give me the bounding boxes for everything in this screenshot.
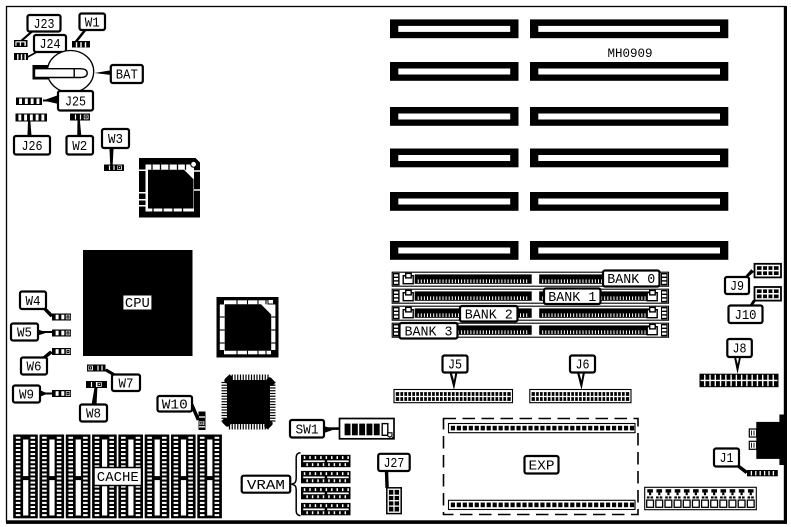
svg-text:SW1: SW1: [296, 422, 319, 438]
svg-text:MH0909: MH0909: [608, 46, 653, 61]
svg-text:BANK 3: BANK 3: [405, 325, 453, 340]
svg-text:W5: W5: [17, 326, 32, 342]
svg-text:W4: W4: [26, 294, 41, 310]
svg-text:W1: W1: [85, 15, 100, 31]
svg-text:J5: J5: [448, 358, 462, 374]
svg-text:W10: W10: [162, 397, 188, 413]
svg-text:EXP: EXP: [529, 458, 555, 474]
svg-text:BANK 2: BANK 2: [465, 308, 513, 323]
svg-text:J6: J6: [576, 358, 590, 374]
svg-text:W8: W8: [86, 407, 101, 423]
svg-text:J24: J24: [40, 37, 61, 53]
svg-text:J23: J23: [34, 17, 55, 33]
svg-text:J9: J9: [730, 279, 744, 295]
svg-text:W3: W3: [108, 132, 123, 148]
svg-text:W6: W6: [27, 360, 42, 376]
svg-text:W9: W9: [19, 388, 34, 404]
svg-text:J25: J25: [65, 94, 86, 110]
svg-text:W7: W7: [119, 376, 134, 392]
svg-text:J8: J8: [733, 342, 747, 358]
svg-text:W2: W2: [72, 139, 87, 155]
svg-text:J26: J26: [22, 139, 43, 155]
svg-text:VRAM: VRAM: [247, 478, 285, 494]
svg-text:J1: J1: [720, 451, 734, 467]
svg-text:J10: J10: [735, 308, 757, 324]
svg-text:BAT: BAT: [116, 68, 138, 84]
svg-text:CACHE: CACHE: [97, 471, 139, 486]
svg-text:J27: J27: [383, 456, 404, 472]
svg-text:CPU: CPU: [125, 296, 150, 312]
svg-text:BANK 1: BANK 1: [548, 291, 596, 306]
svg-text:BANK 0: BANK 0: [607, 273, 655, 288]
